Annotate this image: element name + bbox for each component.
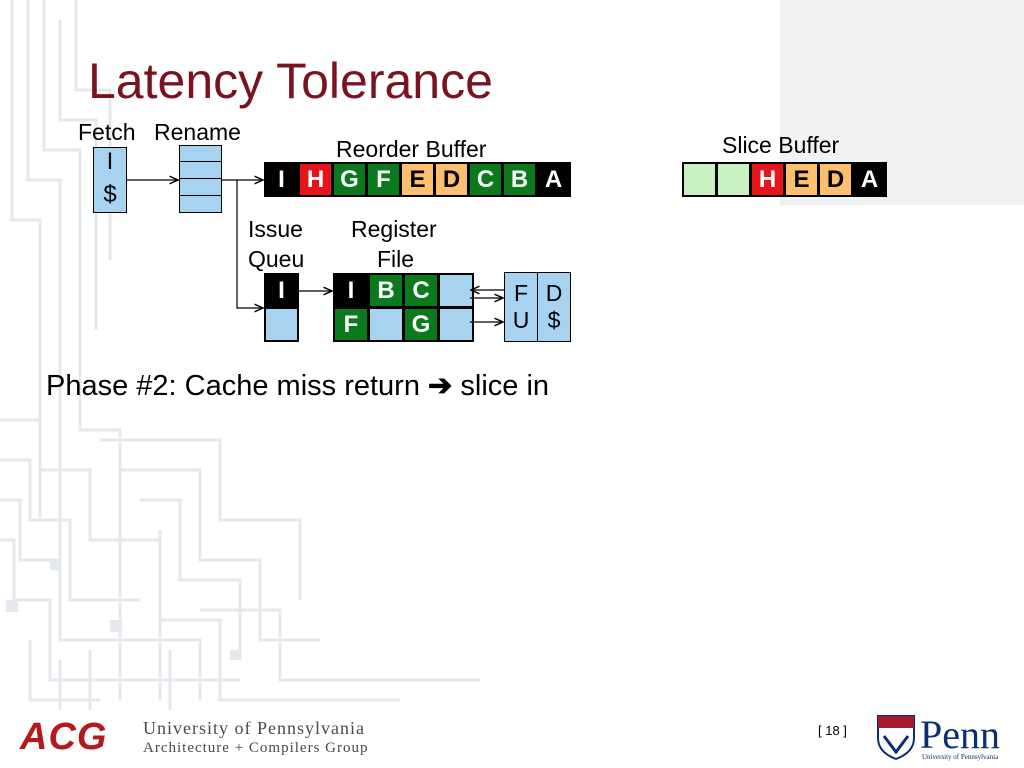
- slice-buffer-cell: A: [852, 162, 887, 197]
- register-file-label-line1: Register: [351, 216, 437, 242]
- register-file-cell: C: [403, 273, 439, 308]
- slide-title: Latency Tolerance: [88, 53, 493, 109]
- phase-text-before: Phase #2: Cache miss return: [46, 370, 420, 402]
- icache-line1: I: [106, 148, 114, 175]
- page-number: [ 18 ]: [818, 723, 847, 738]
- dcache-line2: $: [547, 307, 561, 333]
- group-name: Architecture + Compilers Group: [143, 740, 369, 756]
- functional-unit-line1: F: [513, 280, 529, 306]
- rename-to-issue-arrow: [236, 180, 263, 308]
- fetch-label: Fetch: [78, 119, 136, 145]
- dcache-line1: D: [545, 280, 563, 306]
- reorder-buffer-label: Reorder Buffer: [336, 136, 487, 162]
- rob-cell: C: [468, 162, 503, 197]
- slice-buffer-cell: H: [750, 162, 785, 197]
- university-name: University of Pennsylvania: [143, 718, 365, 738]
- rob-cell: H: [298, 162, 333, 197]
- register-file-cell: [368, 307, 404, 342]
- penn-shield-icon: [877, 715, 915, 760]
- slice-buffer-label: Slice Buffer: [722, 132, 840, 158]
- functional-unit-line2: U: [512, 307, 530, 333]
- rob-cell: D: [434, 162, 469, 197]
- issue-queue-label-line2: Queu: [248, 246, 305, 272]
- acg-logo: ACG: [20, 716, 108, 758]
- right-arrow-icon: ➔: [428, 370, 453, 402]
- phase-caption: Phase #2: Cache miss return ➔ slice in: [46, 368, 549, 403]
- issue-queue-label-line1: Issue: [248, 216, 303, 242]
- phase-text-after: slice in: [460, 370, 550, 402]
- register-file-cell: B: [368, 273, 404, 308]
- register-file-label-line2: File: [377, 246, 415, 272]
- rob-cell: A: [536, 162, 571, 197]
- register-file-cell: [438, 307, 474, 342]
- icache-line2: $: [103, 181, 117, 208]
- penn-wordmark: Penn: [920, 712, 1000, 757]
- icache-box: I $: [93, 147, 127, 213]
- register-file-cell: F: [333, 307, 369, 342]
- rob-cell: I: [264, 162, 299, 197]
- rob-cell: B: [502, 162, 537, 197]
- issue-queue-cell: [264, 307, 299, 342]
- rename-table: [179, 145, 222, 213]
- rename-label: Rename: [154, 119, 241, 145]
- functional-unit-box: F U: [504, 272, 538, 342]
- penn-subtitle: University of Pennsylvania: [922, 753, 999, 761]
- register-file-cell: G: [403, 307, 439, 342]
- dcache-box: D $: [537, 272, 571, 342]
